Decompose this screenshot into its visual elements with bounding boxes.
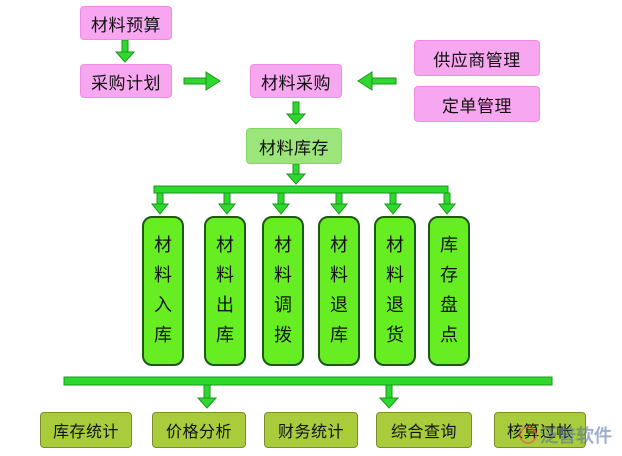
char: 材	[154, 235, 172, 256]
arrow-head	[329, 203, 349, 215]
drop-bottom-2	[385, 384, 393, 400]
finance-stats-label: 财务统计	[277, 422, 344, 441]
vertical-box-stock-out[interactable]: 材 料 出 库	[204, 216, 246, 366]
order-box[interactable]: 定单管理	[414, 86, 540, 122]
drop-4	[335, 192, 343, 206]
order-label: 定单管理	[442, 96, 512, 117]
char: 点	[440, 325, 458, 346]
char: 库	[154, 325, 172, 346]
bottom-box-price-analysis[interactable]: 价格分析	[152, 412, 246, 448]
char: 材	[274, 235, 292, 256]
watermark: 泛普软件	[519, 422, 612, 448]
char: 退	[330, 295, 348, 316]
inventory-label: 材料库存	[259, 138, 329, 159]
vertical-box-return-goods[interactable]: 材 料 退 货	[374, 216, 416, 366]
arrow-head	[196, 397, 218, 409]
vertical-box-return-stock[interactable]: 材 料 退 库	[318, 216, 360, 366]
arrow-head	[217, 203, 237, 215]
drop-5	[389, 192, 397, 206]
vertical-box-stock-in[interactable]: 材 料 入 库	[142, 216, 184, 366]
supplier-label: 供应商管理	[433, 50, 521, 71]
supplier-box[interactable]: 供应商管理	[414, 40, 540, 76]
char: 材	[216, 235, 234, 256]
vertical-box-inventory-count[interactable]: 库 存 盘 点	[428, 216, 470, 366]
plan-box[interactable]: 采购计划	[80, 64, 172, 98]
arrow-head	[114, 51, 136, 63]
query-label: 综合查询	[390, 422, 457, 441]
budget-box[interactable]: 材料预算	[80, 6, 172, 40]
arrow-head	[271, 203, 291, 215]
watermark-text: 泛普软件	[540, 426, 612, 447]
char: 料	[330, 265, 348, 286]
inventory-box[interactable]: 材料库存	[246, 128, 342, 164]
char: 拨	[274, 325, 292, 346]
char: 库	[216, 325, 234, 346]
char: 材	[330, 235, 348, 256]
upper-distribution-bar	[153, 185, 449, 194]
arrow-head	[285, 173, 307, 185]
price-analysis-label: 价格分析	[165, 422, 232, 441]
bottom-box-stock-stats[interactable]: 库存统计	[40, 412, 132, 448]
char: 出	[216, 295, 234, 316]
char: 退	[386, 295, 404, 316]
char: 货	[386, 325, 404, 346]
char: 库	[440, 235, 458, 256]
budget-label: 材料预算	[91, 15, 161, 36]
arrow-plan-to-purchase	[183, 77, 209, 85]
arrow-head	[285, 113, 307, 125]
char: 库	[330, 325, 348, 346]
lower-distribution-bar	[63, 376, 553, 386]
purchase-box[interactable]: 材料采购	[250, 64, 342, 98]
arrow-head	[205, 71, 221, 91]
bottom-box-finance-stats[interactable]: 财务统计	[264, 412, 358, 448]
arrow-head	[437, 203, 457, 215]
arrow-head	[378, 397, 400, 409]
vertical-box-transfer[interactable]: 材 料 调 拨	[262, 216, 304, 366]
arrow-head	[150, 203, 170, 215]
drop-2	[223, 192, 231, 206]
plan-label: 采购计划	[91, 73, 161, 94]
char: 入	[154, 295, 172, 316]
arrow-supplier-to-purchase	[369, 77, 397, 85]
bottom-box-query[interactable]: 综合查询	[376, 412, 472, 448]
char: 料	[154, 265, 172, 286]
purchase-label: 材料采购	[261, 73, 331, 94]
stock-stats-label: 库存统计	[52, 422, 119, 441]
char: 料	[216, 265, 234, 286]
drop-1	[156, 192, 164, 206]
char: 盘	[440, 295, 458, 316]
char: 存	[440, 265, 458, 286]
arrow-head	[383, 203, 403, 215]
char: 材	[386, 235, 404, 256]
drop-3	[277, 192, 285, 206]
drop-6	[443, 192, 451, 206]
char: 调	[274, 295, 292, 316]
char: 料	[386, 265, 404, 286]
char: 料	[274, 265, 292, 286]
watermark-logo-icon	[519, 426, 537, 444]
arrow-head	[357, 71, 373, 91]
drop-bottom-1	[203, 384, 211, 400]
